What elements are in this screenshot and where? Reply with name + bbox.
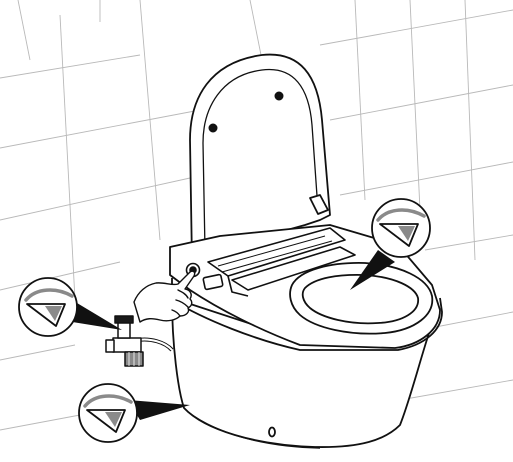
callout-valve [18, 277, 122, 337]
callout-pointer [128, 400, 190, 420]
toilet-bowl [289, 262, 434, 335]
lid-bolt [208, 123, 218, 133]
seat-hinge-panel [202, 227, 356, 297]
toilet-lid [189, 53, 331, 263]
lid-bolt [274, 91, 284, 101]
drain-hole [268, 426, 276, 438]
pressing-hand-icon [133, 270, 196, 323]
callout-pointer [350, 250, 395, 290]
wall-tile-grid [0, 0, 513, 431]
inspect-eye-icon [83, 394, 133, 433]
callout-base [78, 383, 190, 443]
water-inlet-valve [105, 315, 174, 367]
inspect-eye-icon [376, 208, 426, 247]
inspect-eye-icon [24, 288, 74, 327]
callout-bowl [350, 198, 431, 290]
hinge-block [202, 273, 224, 291]
